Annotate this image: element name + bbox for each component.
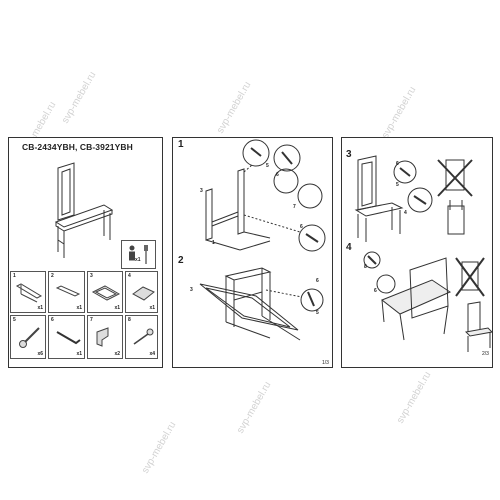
part-number: 3 — [90, 273, 93, 279]
step-number: 3 — [346, 149, 352, 160]
page-title: CB-2434YBH, CB-3921YBH — [22, 142, 133, 152]
step-3-label: 4 — [404, 210, 407, 216]
part-cell: 5 x6 — [10, 315, 46, 359]
step-1-label: 1 — [212, 240, 215, 246]
step-1-label: 6 — [300, 224, 303, 230]
step-number: 4 — [346, 242, 352, 253]
backrest-frame-part-icon — [91, 285, 121, 301]
page-number: 2/3 — [482, 351, 489, 357]
part-cell: 1 x1 — [10, 271, 46, 313]
part-number: 2 — [51, 273, 54, 279]
part-number: 4 — [128, 273, 131, 279]
step-3-label: 5 — [396, 182, 399, 188]
part-qty: x6 — [37, 351, 43, 357]
part-qty: x1 — [114, 305, 120, 311]
screwdriver-icon — [144, 245, 148, 264]
part-qty: x1 — [37, 305, 43, 311]
step-4-label: 6 — [374, 288, 377, 294]
step-number: 2 — [178, 255, 184, 266]
part-number: 5 — [13, 317, 16, 323]
part-qty: x1 — [149, 305, 155, 311]
step-2-label: 6 — [316, 278, 319, 284]
part-cell: 2 x1 — [48, 271, 85, 313]
part-number: 1 — [13, 273, 16, 279]
part-number: 6 — [51, 317, 54, 323]
tools-qty: x1 — [135, 257, 141, 263]
seat-part-icon — [132, 286, 155, 301]
bolt-icon — [19, 327, 40, 348]
part-number: 8 — [128, 317, 131, 323]
step-2-label: 3 — [190, 287, 193, 293]
step-1-label: 5 — [266, 163, 269, 169]
rail-part-icon — [55, 285, 81, 297]
part-cell: 6 x1 — [48, 315, 85, 359]
page-number: 1/3 — [322, 360, 329, 366]
part-qty: x1 — [76, 305, 82, 311]
side-frame-part-icon — [15, 283, 43, 303]
step-1-label: 3 — [200, 188, 203, 194]
step-2-label: 5 — [316, 310, 319, 316]
tools-box: x1 — [121, 240, 156, 269]
part-qty: x2 — [114, 351, 120, 357]
corner-bracket-icon — [96, 327, 109, 347]
instruction-page-steps-1-2 — [172, 137, 333, 368]
step-1-label: 6 — [276, 172, 279, 178]
person-icon — [129, 245, 135, 261]
part-qty: x4 — [149, 351, 155, 357]
step-3-label: 6 — [396, 161, 399, 167]
screw-icon — [133, 328, 154, 345]
part-cell: 4 x1 — [125, 271, 158, 313]
step-1-label: 7 — [293, 204, 296, 210]
part-cell: 8 x4 — [125, 315, 158, 359]
part-number: 7 — [90, 317, 93, 323]
part-cell: 7 x2 — [87, 315, 123, 359]
step-4-label: 8 — [364, 264, 367, 270]
part-qty: x1 — [76, 351, 82, 357]
allen-key-icon — [56, 331, 81, 345]
part-cell: 3 x1 — [87, 271, 123, 313]
step-number: 1 — [178, 139, 184, 150]
